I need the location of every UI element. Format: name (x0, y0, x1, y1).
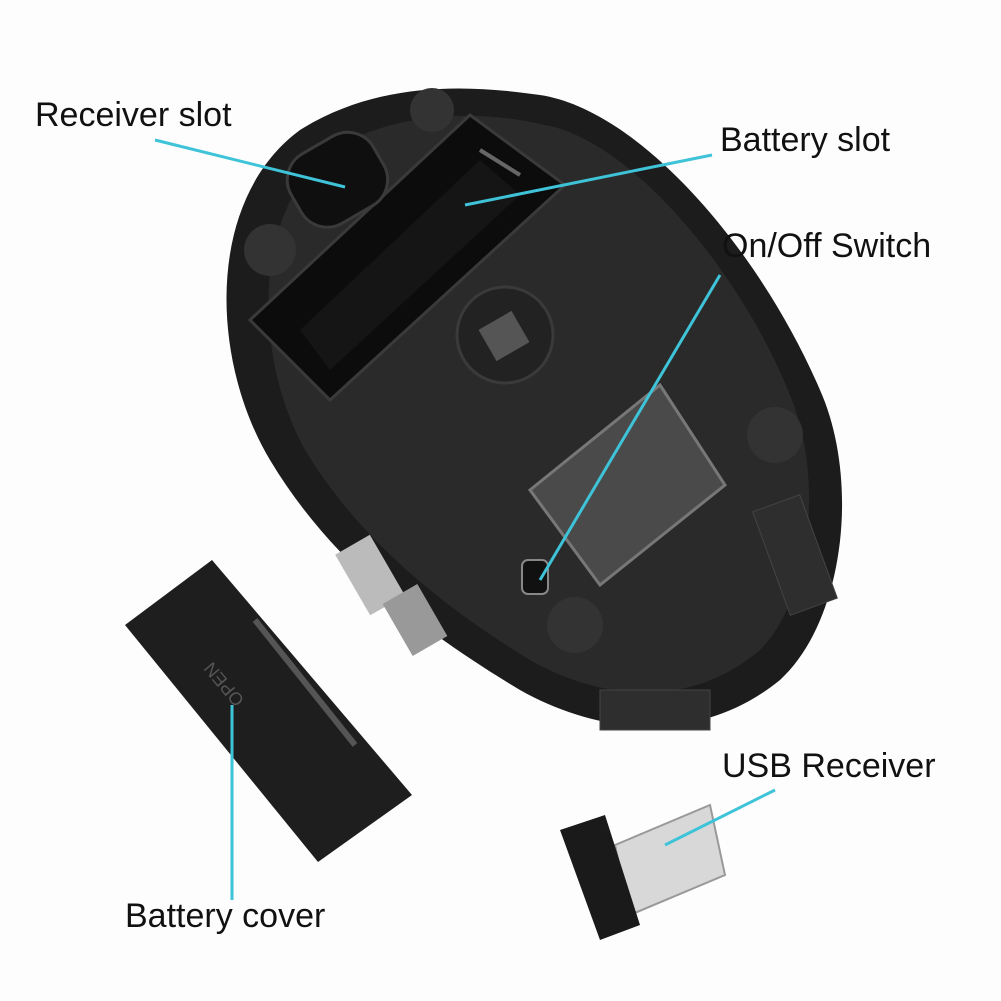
leader-lines (154, 138, 776, 900)
usb-receiver (560, 803, 727, 940)
leader-line-battery-slot (464, 153, 713, 207)
leader-line-on-off-switch (538, 274, 722, 581)
label-usb-receiver: USB Receiver (722, 747, 936, 785)
info-plate (527, 382, 727, 588)
battery-cover: OPEN (125, 560, 412, 862)
on-off-switch (521, 559, 549, 595)
receiver-slot (285, 130, 390, 229)
optical-sensor (455, 285, 555, 385)
label-receiver-slot: Receiver slot (35, 96, 232, 134)
label-battery-slot: Battery slot (720, 121, 891, 159)
leader-line-receiver-slot (154, 138, 346, 189)
label-on-off-switch: On/Off Switch (722, 227, 932, 265)
leader-line-usb-receiver (664, 788, 776, 847)
label-battery-cover: Battery cover (125, 897, 326, 935)
